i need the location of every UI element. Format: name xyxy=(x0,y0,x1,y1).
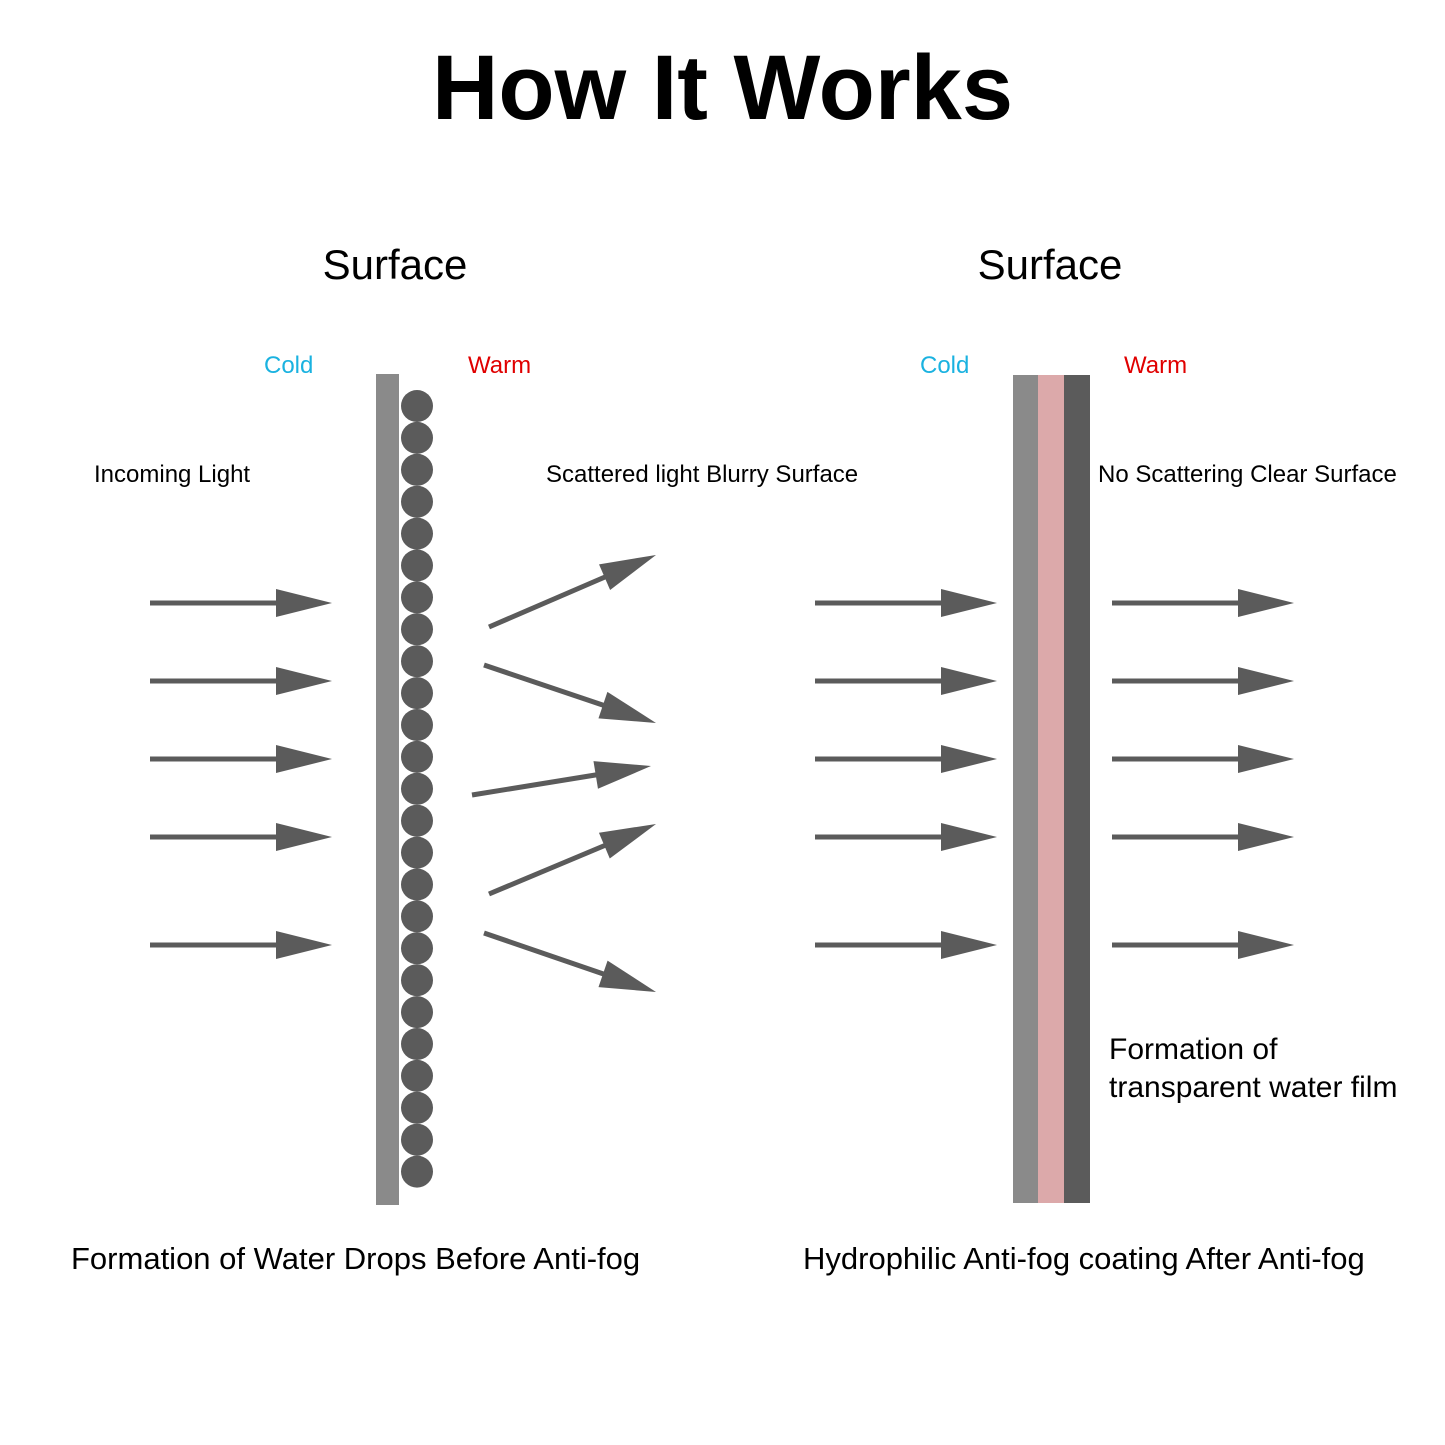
scattered-light-label: Scattered light Blurry Surface xyxy=(546,461,859,488)
scattered-arrow xyxy=(488,555,656,630)
arrow-head xyxy=(941,931,997,959)
water-film-label-line1: Formation of xyxy=(1109,1033,1278,1066)
incoming-arrow xyxy=(815,667,997,695)
water-droplet xyxy=(401,549,433,582)
incoming-arrow xyxy=(815,745,997,773)
arrow-head xyxy=(276,589,332,617)
arrow-head xyxy=(1238,745,1294,773)
arrow-head xyxy=(941,823,997,851)
arrow-head xyxy=(276,931,332,959)
water-droplet xyxy=(401,1028,433,1060)
water-droplet xyxy=(401,709,433,741)
water-droplet xyxy=(401,900,433,933)
incoming-arrow xyxy=(815,823,997,851)
right-outgoing-arrows xyxy=(1112,589,1294,959)
water-droplet xyxy=(401,517,433,550)
incoming-arrow xyxy=(815,589,997,617)
arrow-shaft xyxy=(471,772,599,798)
water-droplet xyxy=(401,421,433,454)
arrow-shaft xyxy=(483,930,606,977)
incoming-arrow xyxy=(150,745,332,773)
anti-fog-coating-layer xyxy=(1038,375,1064,1203)
scattered-arrow xyxy=(471,761,651,798)
scattered-arrows xyxy=(471,555,656,992)
page-title: How It Works xyxy=(431,37,1014,139)
water-droplet xyxy=(401,581,433,614)
incoming-arrow xyxy=(150,931,332,959)
left-glass-bar xyxy=(376,374,399,1205)
arrow-shaft xyxy=(488,842,608,897)
right-cold-label: Cold xyxy=(920,352,970,379)
water-droplet xyxy=(401,964,433,997)
right-warm-label: Warm xyxy=(1124,352,1188,379)
outgoing-arrow xyxy=(1112,931,1294,959)
water-droplet xyxy=(401,645,433,678)
water-droplet xyxy=(401,453,433,486)
left-glass-pane xyxy=(376,374,399,1205)
incoming-light-label: Incoming Light xyxy=(94,461,251,488)
water-film-layer xyxy=(1064,375,1090,1203)
arrow-shaft xyxy=(483,662,606,709)
incoming-arrow xyxy=(150,823,332,851)
scattered-arrow xyxy=(488,824,656,897)
arrow-head xyxy=(1238,667,1294,695)
outgoing-arrow xyxy=(1112,823,1294,851)
water-film-label-line2: transparent water film xyxy=(1109,1071,1398,1104)
water-droplet xyxy=(401,804,433,837)
arrow-head xyxy=(593,761,651,789)
arrow-head xyxy=(598,691,656,723)
arrow-head xyxy=(1238,823,1294,851)
left-cold-label: Cold xyxy=(264,352,314,379)
arrow-shaft xyxy=(488,574,608,630)
right-incoming-arrows xyxy=(815,589,997,959)
water-droplets xyxy=(401,390,433,1188)
water-droplet xyxy=(401,1155,433,1188)
right-coated-glass xyxy=(1013,375,1090,1203)
arrow-head xyxy=(1238,589,1294,617)
arrow-head xyxy=(941,745,997,773)
no-scattering-label: No Scattering Clear Surface xyxy=(1098,461,1397,488)
water-droplet xyxy=(401,1091,433,1124)
water-droplet xyxy=(401,836,433,869)
left-surface-title: Surface xyxy=(322,241,468,288)
incoming-arrow xyxy=(150,589,332,617)
arrow-head xyxy=(276,745,332,773)
incoming-arrow xyxy=(150,667,332,695)
right-surface-title: Surface xyxy=(977,241,1123,288)
water-droplet xyxy=(401,485,433,518)
arrow-head xyxy=(941,589,997,617)
water-droplet xyxy=(401,613,433,646)
arrow-head xyxy=(941,667,997,695)
outgoing-arrow xyxy=(1112,745,1294,773)
water-droplet xyxy=(401,390,433,422)
scattered-arrow xyxy=(483,662,656,723)
arrow-head xyxy=(276,667,332,695)
water-droplet xyxy=(401,996,433,1029)
arrow-head xyxy=(276,823,332,851)
water-droplet xyxy=(401,868,433,901)
water-droplet xyxy=(401,677,433,710)
incoming-arrow xyxy=(815,931,997,959)
water-droplet xyxy=(401,1123,433,1156)
left-warm-label: Warm xyxy=(468,352,532,379)
arrow-head xyxy=(598,960,656,992)
right-caption: Hydrophilic Anti-fog coating After Anti-… xyxy=(803,1241,1365,1276)
water-droplet xyxy=(401,772,433,805)
water-droplet xyxy=(401,1059,433,1092)
right-glass-layer xyxy=(1013,375,1038,1203)
arrow-head xyxy=(1238,931,1294,959)
scattered-arrow xyxy=(483,930,656,992)
water-droplet xyxy=(401,740,433,773)
arrow-head xyxy=(599,555,656,591)
outgoing-arrow xyxy=(1112,589,1294,617)
left-incoming-arrows xyxy=(150,589,332,959)
water-droplet xyxy=(401,932,433,965)
left-caption: Formation of Water Drops Before Anti-fog xyxy=(71,1241,641,1276)
arrow-head xyxy=(598,824,656,859)
outgoing-arrow xyxy=(1112,667,1294,695)
